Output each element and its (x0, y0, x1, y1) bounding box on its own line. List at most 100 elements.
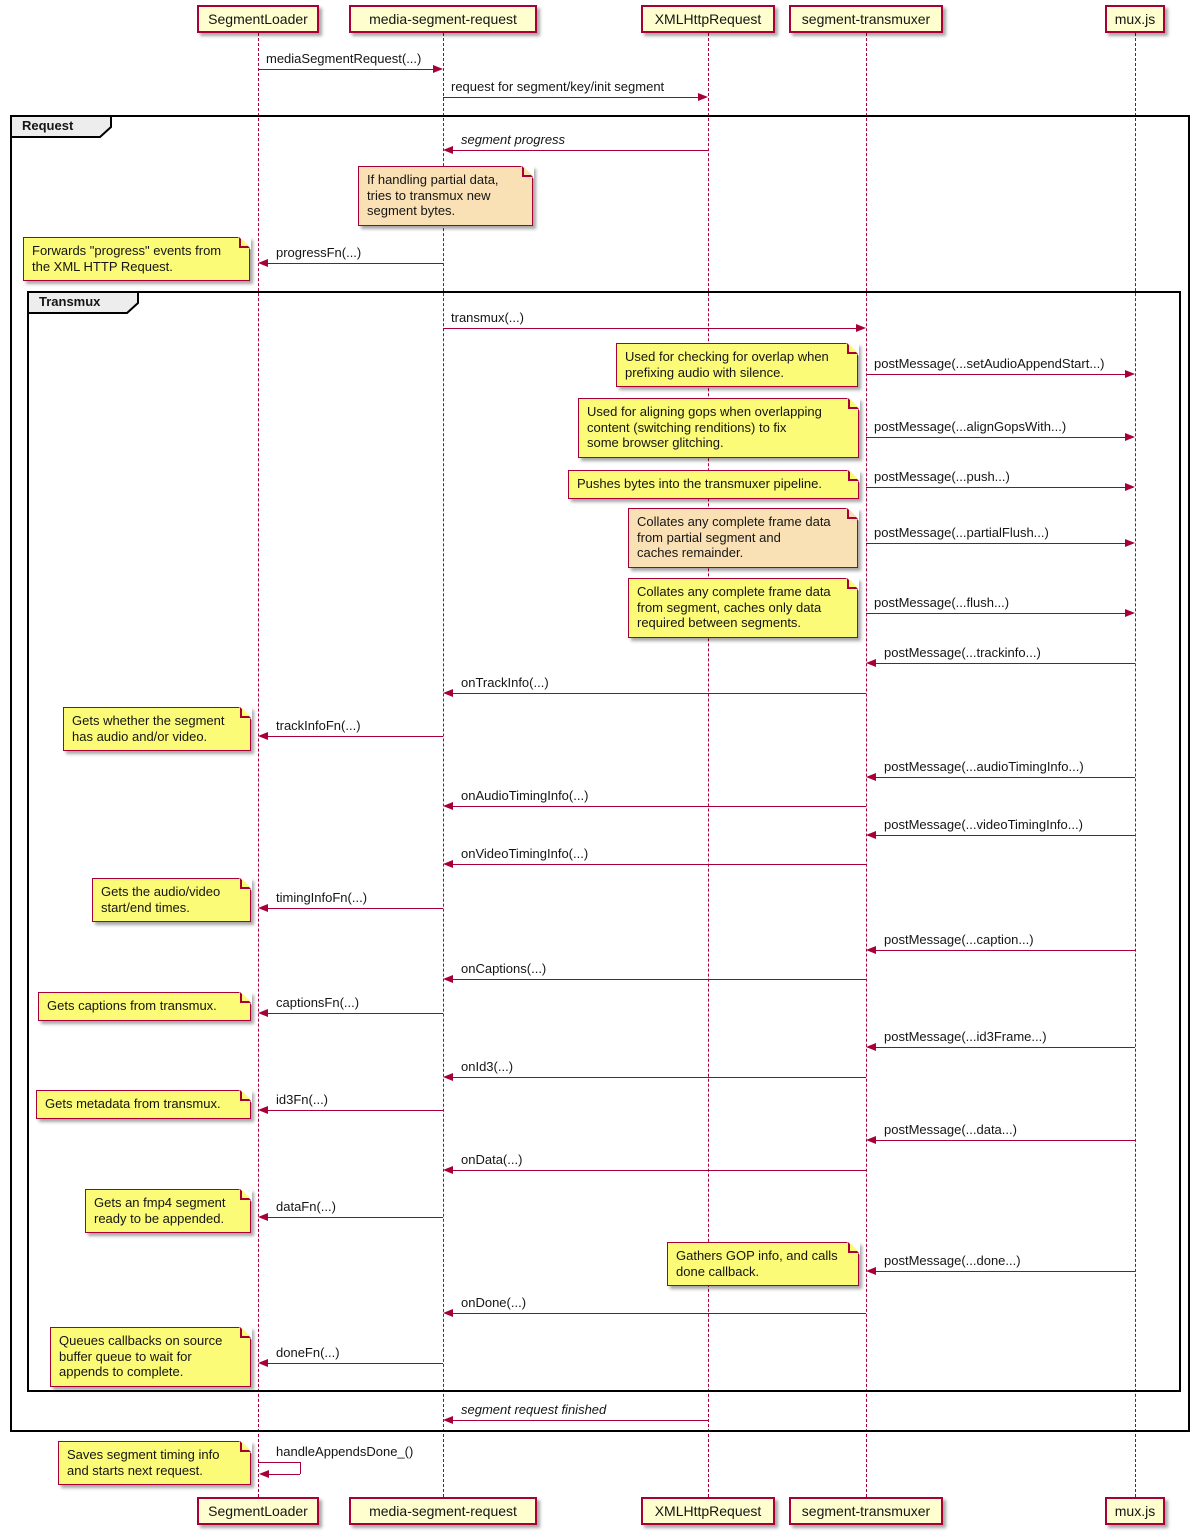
message-arrowhead-20 (258, 1009, 268, 1017)
participant-label: XMLHttpRequest (654, 11, 762, 27)
message-arrowhead-21 (866, 1043, 876, 1051)
note-11: Gets an fmp4 segment ready to be appende… (85, 1188, 252, 1233)
note-fold-icon (242, 1091, 250, 1099)
message-line-20 (267, 1013, 443, 1014)
message-line-19 (452, 979, 866, 980)
message-arrowhead-25 (443, 1166, 453, 1174)
frame-label-transmux: Transmux (39, 294, 101, 309)
lifeline-media_segment_request (443, 33, 444, 1497)
message-arrowhead-24 (866, 1136, 876, 1144)
participant-label: SegmentLoader (208, 1503, 308, 1519)
participant-label: media-segment-request (369, 11, 517, 27)
note-fold-icon (849, 344, 857, 352)
message-arrowhead-11 (443, 689, 453, 697)
participant-bottom-xml_http_request: XMLHttpRequest (641, 1497, 775, 1525)
note-9: Gets captions from transmux. (38, 991, 252, 1021)
note-fold-icon (242, 708, 250, 716)
note-text-11: Gets an fmp4 segment ready to be appende… (94, 1195, 226, 1226)
message-line-31 (258, 1462, 300, 1463)
lifeline-xml_http_request (708, 33, 709, 1497)
message-arrowhead-13 (866, 773, 876, 781)
message-line-9 (866, 613, 1126, 614)
note-14: Saves segment timing info and starts nex… (58, 1440, 252, 1485)
message-line-25 (452, 1170, 866, 1171)
message-label-18: postMessage(...caption...) (884, 932, 1034, 947)
message-label-3: progressFn(...) (276, 245, 362, 260)
participant-bottom-mux_js: mux.js (1105, 1497, 1165, 1525)
message-line-4 (443, 328, 857, 329)
message-arrowhead-17 (258, 904, 268, 912)
message-label-22: onId3(...) (461, 1059, 514, 1074)
message-arrowhead-14 (443, 802, 453, 810)
message-label-5: postMessage(...setAudioAppendStart...) (874, 356, 1105, 371)
message-line-30 (452, 1420, 708, 1421)
lifeline-segment_loader (258, 33, 259, 1497)
message-line-14 (452, 806, 866, 807)
note-fold-icon (242, 1328, 250, 1336)
note-0: If handling partial data, tries to trans… (358, 165, 534, 226)
participant-label: segment-transmuxer (801, 1503, 931, 1519)
participant-bottom-segment_loader: SegmentLoader (197, 1497, 319, 1525)
note-8: Gets the audio/video start/end times. (92, 877, 252, 922)
message-arrowhead-5 (1125, 370, 1135, 378)
note-5: Collates any complete frame data from pa… (628, 507, 859, 568)
message-label-26: dataFn(...) (276, 1199, 336, 1214)
message-line-15 (875, 835, 1135, 836)
message-label-28: onDone(...) (461, 1295, 527, 1310)
message-arrowhead-10 (866, 659, 876, 667)
message-arrowhead-4 (856, 324, 866, 332)
message-label-21: postMessage(...id3Frame...) (884, 1029, 1047, 1044)
note-13: Queues callbacks on source buffer queue … (50, 1326, 252, 1387)
message-arrowhead-15 (866, 831, 876, 839)
message-line-3 (267, 263, 443, 264)
message-label-8: postMessage(...partialFlush...) (874, 525, 1049, 540)
note-fold-icon (242, 879, 250, 887)
note-text-6: Collates any complete frame data from se… (637, 584, 831, 630)
participant-bottom-segment_transmuxer: segment-transmuxer (789, 1497, 943, 1525)
participant-top-mux_js: mux.js (1105, 5, 1165, 33)
note-text-14: Saves segment timing info and starts nex… (67, 1447, 220, 1478)
frame-request (10, 115, 1190, 1432)
participant-label: segment-transmuxer (801, 11, 931, 27)
message-line-17 (267, 908, 443, 909)
note-2: Used for checking for overlap when prefi… (616, 342, 859, 387)
participant-label: mux.js (1114, 1503, 1156, 1519)
message-label-25: onData(...) (461, 1152, 523, 1167)
lifeline-mux_js (1135, 33, 1136, 1497)
message-arrowhead-12 (258, 732, 268, 740)
note-text-4: Pushes bytes into the transmuxer pipelin… (577, 476, 822, 491)
message-label-0: mediaSegmentRequest(...) (266, 51, 422, 66)
message-arrowhead-8 (1125, 539, 1135, 547)
participant-label: media-segment-request (369, 1503, 517, 1519)
message-line-10 (875, 663, 1135, 664)
note-fold-icon (242, 1442, 250, 1450)
frame-label-request: Request (22, 118, 74, 133)
note-fold-icon (849, 579, 857, 587)
note-text-5: Collates any complete frame data from pa… (637, 514, 831, 560)
message-label-30: segment request finished (461, 1402, 607, 1417)
message-line-26 (267, 1217, 443, 1218)
message-arrowhead-22 (443, 1073, 453, 1081)
note-text-1: Forwards "progress" events from the XML … (32, 243, 222, 274)
message-arrowhead-18 (866, 946, 876, 954)
note-3: Used for aligning gops when overlapping … (578, 397, 860, 458)
participant-top-segment_loader: SegmentLoader (197, 5, 319, 33)
message-line-2 (452, 150, 708, 151)
message-label-13: postMessage(...audioTimingInfo...) (884, 759, 1084, 774)
note-text-8: Gets the audio/video start/end times. (101, 884, 221, 915)
message-arrowhead-3 (258, 259, 268, 267)
note-fold-icon (524, 167, 532, 175)
message-line-28 (452, 1313, 866, 1314)
message-label-19: onCaptions(...) (461, 961, 547, 976)
message-line-8 (866, 543, 1126, 544)
message-line-13 (875, 777, 1135, 778)
message-arrowhead-16 (443, 860, 453, 868)
message-line-12 (267, 736, 443, 737)
message-arrowhead-23 (258, 1106, 268, 1114)
frame-tab-transmux (27, 291, 139, 314)
message-line-16 (452, 864, 866, 865)
note-6: Collates any complete frame data from se… (628, 577, 859, 638)
note-text-10: Gets metadata from transmux. (45, 1096, 221, 1111)
frame-tab-request (10, 115, 112, 138)
